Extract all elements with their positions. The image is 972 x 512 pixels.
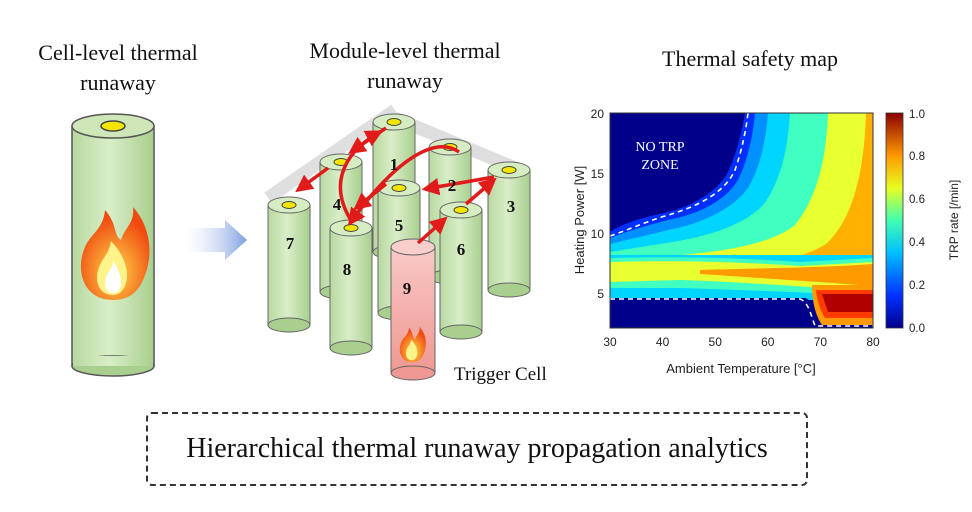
module-cell-8 (329, 219, 373, 356)
cell-terminal-icon (100, 120, 126, 132)
caption-text: Hierarchical thermal runaway propagation… (186, 433, 768, 464)
cell-number-8: 8 (343, 260, 352, 279)
x-tick-30: 30 (603, 335, 617, 349)
colorbar-label: TRP rate [/min] (947, 180, 961, 260)
cell-level-heading: Cell-level thermal runaway (38, 40, 198, 95)
cell-number-2: 2 (448, 176, 457, 195)
cell-number-6: 6 (457, 240, 466, 259)
y-tick-15: 15 (591, 167, 605, 181)
caption-box: Hierarchical thermal runaway propagation… (146, 412, 808, 486)
x-tick-40: 40 (656, 335, 670, 349)
y-tick-20: 20 (591, 107, 605, 121)
cb-tick-5: 1.0 (909, 109, 925, 121)
cb-tick-4: 0.8 (909, 151, 925, 163)
module-cell-6 (439, 201, 483, 340)
cell-number-7: 7 (286, 234, 295, 253)
colorbar (885, 112, 904, 329)
y-tick-5: 5 (597, 287, 604, 301)
x-tick-80: 80 (866, 335, 880, 349)
x-axis-label: Ambient Temperature [°C] (666, 361, 815, 376)
cb-tick-2: 0.4 (909, 237, 926, 249)
x-tick-50: 50 (709, 335, 723, 349)
thermal-safety-map: NO TRP ZONE 30 40 50 60 70 80 5 10 15 20… (572, 107, 961, 376)
thermal-map-heading: Thermal safety map (662, 46, 838, 71)
cb-tick-0: 0.0 (909, 323, 925, 335)
y-axis-label: Heating Power [W] (572, 166, 587, 274)
cell-number-9: 9 (403, 279, 412, 298)
module-cells (267, 113, 531, 381)
no-trp-zone-label-1: NO TRP (635, 140, 684, 155)
module-level-heading: Module-level thermal runaway (309, 38, 501, 93)
x-tick-70: 70 (814, 335, 828, 349)
trigger-flame-icon (399, 326, 426, 363)
x-tick-60: 60 (761, 335, 775, 349)
cb-tick-3: 0.6 (909, 194, 925, 206)
cell-number-3: 3 (507, 197, 516, 216)
transition-arrow-icon (183, 220, 247, 260)
cell-number-4: 4 (333, 195, 342, 214)
flame-icon (80, 207, 150, 300)
cell-number-5: 5 (395, 216, 404, 235)
module-cell-3 (487, 161, 531, 298)
no-trp-zone-label-2: ZONE (641, 158, 678, 173)
y-tick-10: 10 (591, 227, 605, 241)
cb-tick-1: 0.2 (909, 280, 925, 292)
trigger-cell-label: Trigger Cell (454, 364, 547, 385)
propagation-arrows (295, 126, 497, 245)
cell-number-1: 1 (390, 155, 399, 174)
module-cell-7 (267, 196, 311, 333)
